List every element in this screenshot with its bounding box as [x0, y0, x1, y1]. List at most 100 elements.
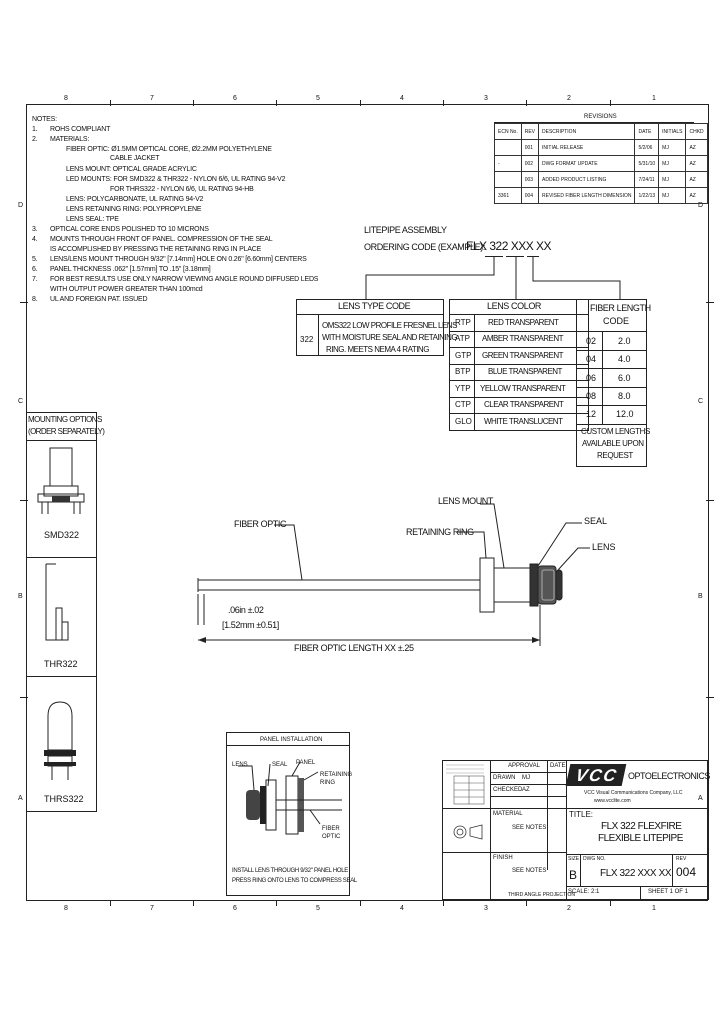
tick: [610, 900, 611, 906]
thr322-label: THR322: [44, 659, 78, 669]
tick: [526, 100, 527, 106]
table-cell: INITIAL RELEASE: [538, 139, 636, 156]
dim-tolerance: .06in ±.02: [228, 605, 264, 615]
title-label: TITLE:: [569, 810, 594, 819]
fiber-length-header: FIBER LENGTH: [590, 303, 651, 313]
color-code: GTP: [455, 351, 472, 360]
material-value: SEE NOTES: [512, 825, 547, 831]
zone-label: 1: [652, 905, 656, 912]
table-cell: AZ: [685, 155, 708, 172]
rule: [580, 854, 581, 886]
table-cell: 7/24/11: [634, 171, 660, 188]
drawing-title: FLX 322 FLEXFIRE: [601, 821, 682, 832]
length-code: 12: [586, 409, 597, 419]
drawn-by: MJ: [522, 775, 530, 781]
table-cell: 1/22/13: [634, 187, 660, 204]
zone-label: 1: [652, 95, 656, 102]
rule: [576, 368, 647, 369]
smd322-label: SMD322: [44, 530, 80, 540]
table-row: ECN No. REV DESCRIPTION DATE INITIALS CH…: [494, 123, 708, 140]
tick: [20, 697, 28, 698]
rule: [449, 364, 589, 365]
note-text: IS ACCOMPLISHED BY PRESSING THE RETAININ…: [50, 246, 262, 253]
ordering-prefix: ORDERING CODE (EXAMPLE):: [364, 242, 485, 252]
thrs322-label: THRS322: [44, 794, 84, 804]
panel-caption: PRESS RING ONTO LENS TO COMPRESS SEAL: [232, 878, 357, 884]
rule: [576, 387, 647, 388]
lens-type-header: LENS TYPE CODE: [338, 301, 411, 311]
length-code: 02: [586, 336, 597, 346]
color-name: BLUE TRANSPARENT: [488, 367, 562, 376]
note-text: LENS MOUNT: OPTICAL GRADE ACRYLIC: [66, 166, 197, 173]
table-header: ECN No.: [494, 123, 522, 140]
zone-label: 5: [316, 95, 320, 102]
lens-type-desc: OMS322 LOW PROFILE FRESNEL LENS: [322, 321, 457, 330]
tick: [706, 697, 714, 698]
length-code: 06: [586, 373, 597, 383]
fiber-optic-label: FIBER OPTIC: [234, 519, 287, 529]
table-row: 001 INITIAL RELEASE 5/2/06 MJ AZ: [494, 139, 708, 156]
table-cell: MJ: [658, 155, 687, 172]
zone-label: D: [698, 202, 704, 209]
color-code: BTP: [455, 367, 471, 376]
revisions-title: REVISIONS: [584, 114, 617, 120]
note-text: OPTICAL CORE ENDS POLISHED TO 10 MICRONS: [50, 226, 209, 233]
color-name: AMBER TRANSPARENT: [482, 334, 564, 343]
lens-color-header: LENS COLOR: [487, 301, 542, 311]
title-block-frame: [442, 760, 708, 900]
tick: [276, 100, 277, 106]
table-cell: [494, 171, 522, 188]
lens-color-box: [449, 299, 589, 431]
tick: [526, 900, 527, 906]
lens-type-desc: WITH MOISTURE SEAL AND RETAINING: [322, 333, 458, 342]
note-text: CABLE JACKET: [110, 155, 160, 162]
zone-label: 8: [64, 95, 68, 102]
rule: [449, 347, 589, 348]
material-label: MATERIAL: [493, 811, 523, 817]
rule: [640, 886, 641, 900]
note-text: LED MOUNTS: FOR SMD322 & THR322 - NYLON …: [66, 176, 286, 183]
border-bottom: [26, 900, 708, 901]
tick: [443, 900, 444, 906]
size-label: SIZE: [568, 856, 580, 862]
rule: [566, 886, 708, 887]
zone-label: 3: [484, 905, 488, 912]
length-value: 2.0: [618, 336, 631, 346]
code-underline: [506, 256, 524, 257]
lens-label: LENS: [592, 542, 616, 552]
smd322-drawing: [37, 447, 85, 514]
lens-mount-label: LENS MOUNT: [438, 496, 494, 506]
checked-label: CHECKED: [493, 787, 523, 793]
note-text: PANEL THICKNESS .062" [1.57mm] TO .15" […: [50, 266, 211, 273]
zone-label: 6: [233, 905, 237, 912]
company-web: www.vcclite.com: [594, 798, 631, 804]
tick: [610, 100, 611, 106]
table-row: 3361 004 REVISED FIBER LENGTH DIMENSION …: [494, 187, 708, 204]
table-cell: AZ: [685, 139, 708, 156]
note-number: 8.: [32, 296, 38, 303]
rule: [474, 314, 475, 431]
drawn-label: DRAWN: [493, 775, 516, 781]
checked-by: AZ: [522, 787, 530, 793]
projection-symbol-icon: [453, 824, 483, 840]
projection-label: THIRD ANGLE PROJECTION: [508, 892, 575, 898]
custom-length-note: REQUEST: [597, 451, 633, 460]
table-cell: 003: [520, 171, 540, 188]
mounting-subtitle: (ORDER SEPARATELY): [28, 427, 105, 436]
panel-title: PANEL INSTALLATION: [260, 737, 323, 743]
seal-label: SEAL: [584, 516, 608, 526]
company-address: VCC Visual Communications Company, LLC: [584, 790, 683, 796]
panel-ring-label: RETAINING: [320, 772, 353, 778]
tick: [193, 900, 194, 906]
rev-label: REV: [676, 856, 687, 862]
zone-label: A: [18, 795, 23, 802]
rule: [566, 760, 567, 900]
panel-fiber-label: OPTIC: [322, 834, 341, 840]
color-code: GLO: [455, 417, 472, 426]
length-value: 8.0: [618, 391, 631, 401]
rev-value: 004: [676, 865, 697, 879]
table-cell: 001: [520, 139, 540, 156]
table-row: 003 ADDED PRODUCT LISTING 7/24/11 MJ AZ: [494, 171, 708, 188]
size-value: B: [569, 868, 578, 882]
table-cell: [494, 139, 522, 156]
